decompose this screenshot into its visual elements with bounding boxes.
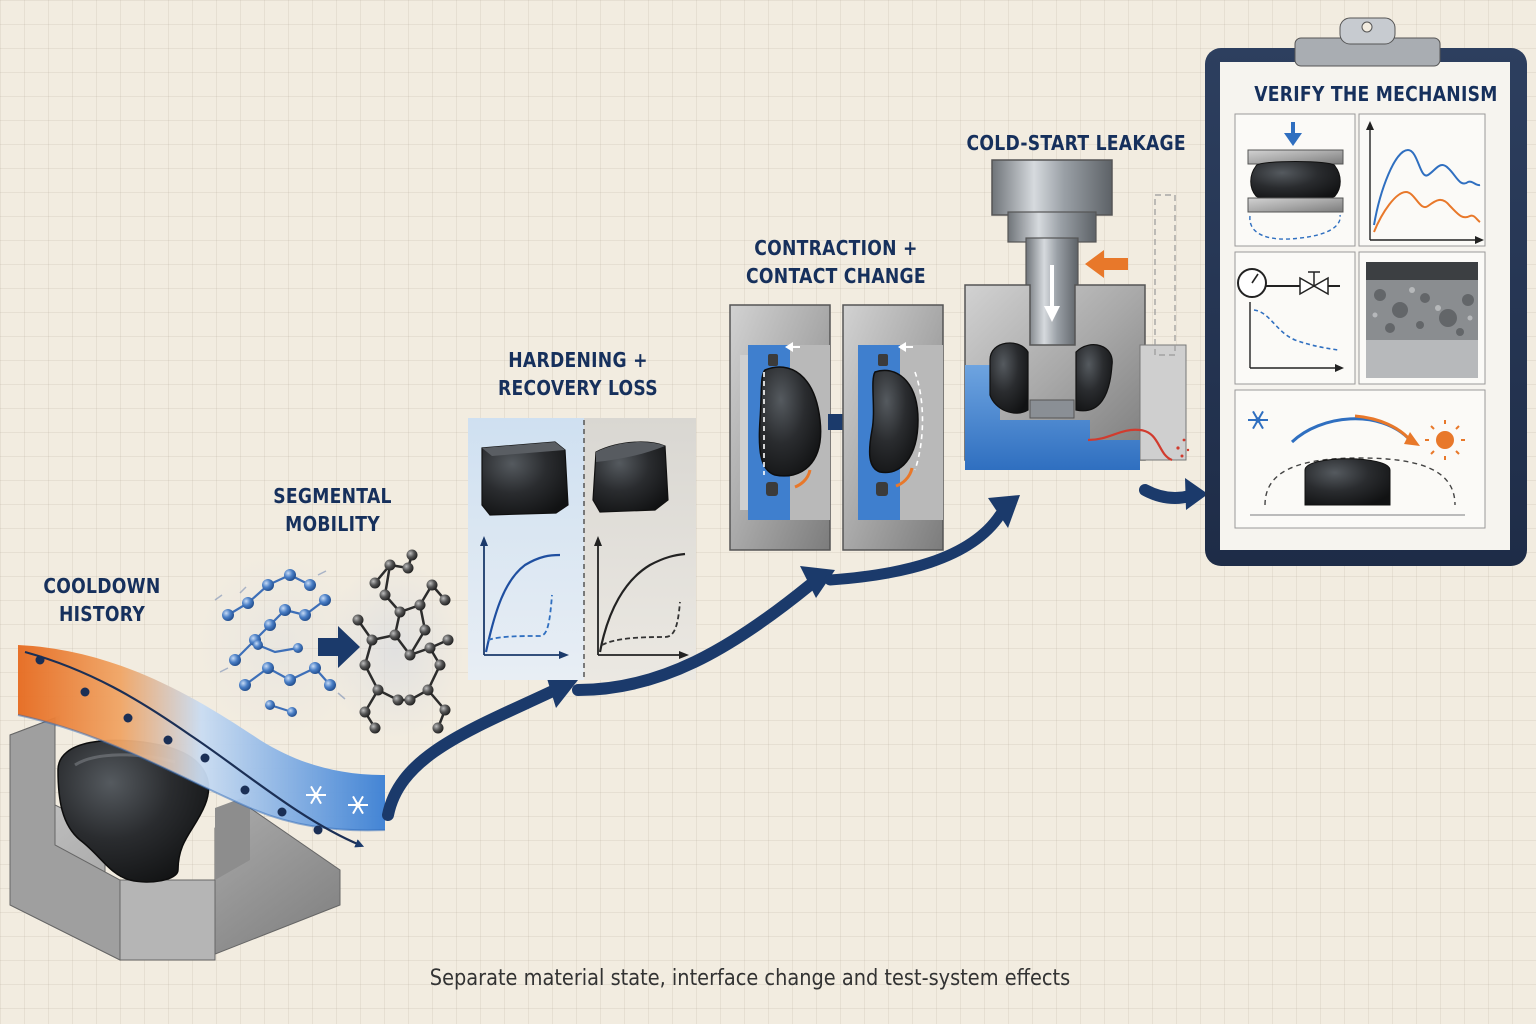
stress-strain-plot-right [594,536,689,659]
arrow-icon [1085,250,1128,278]
arrow-icon [800,566,835,598]
arrow-icon [1185,478,1208,510]
stage-label-contraction: CONTRACTION +CONTACT CHANGE [746,236,926,288]
stress-strain-plot-left [480,536,569,659]
stage-label-hardening: HARDENING +RECOVERY LOSS [498,348,658,400]
verify-clipboard [1205,17,1527,566]
seal-profile [758,366,822,477]
arrow-icon [988,495,1020,528]
hardening-panel [468,418,696,680]
valve-icon [1299,271,1329,296]
flow-arrow [1139,484,1196,504]
cooldown-temperature-band [17,645,386,848]
leakage-rig [964,159,1208,510]
molecular-mobility [195,549,465,740]
arrow-icon [318,626,360,668]
arrow-icon [545,672,578,708]
stage-label-leakage: COLD-START LEAKAGE [966,131,1186,155]
sun-icon [1425,420,1465,460]
flow-arrow [382,684,561,821]
flow-arrow [572,579,816,696]
caption: Separate material state, interface chang… [429,966,1071,991]
stage-label-verify: VERIFY THE MECHANISM [1254,82,1498,106]
seal-profile [868,369,919,474]
gland-pair [729,304,944,551]
flow-arrow [824,509,1006,586]
